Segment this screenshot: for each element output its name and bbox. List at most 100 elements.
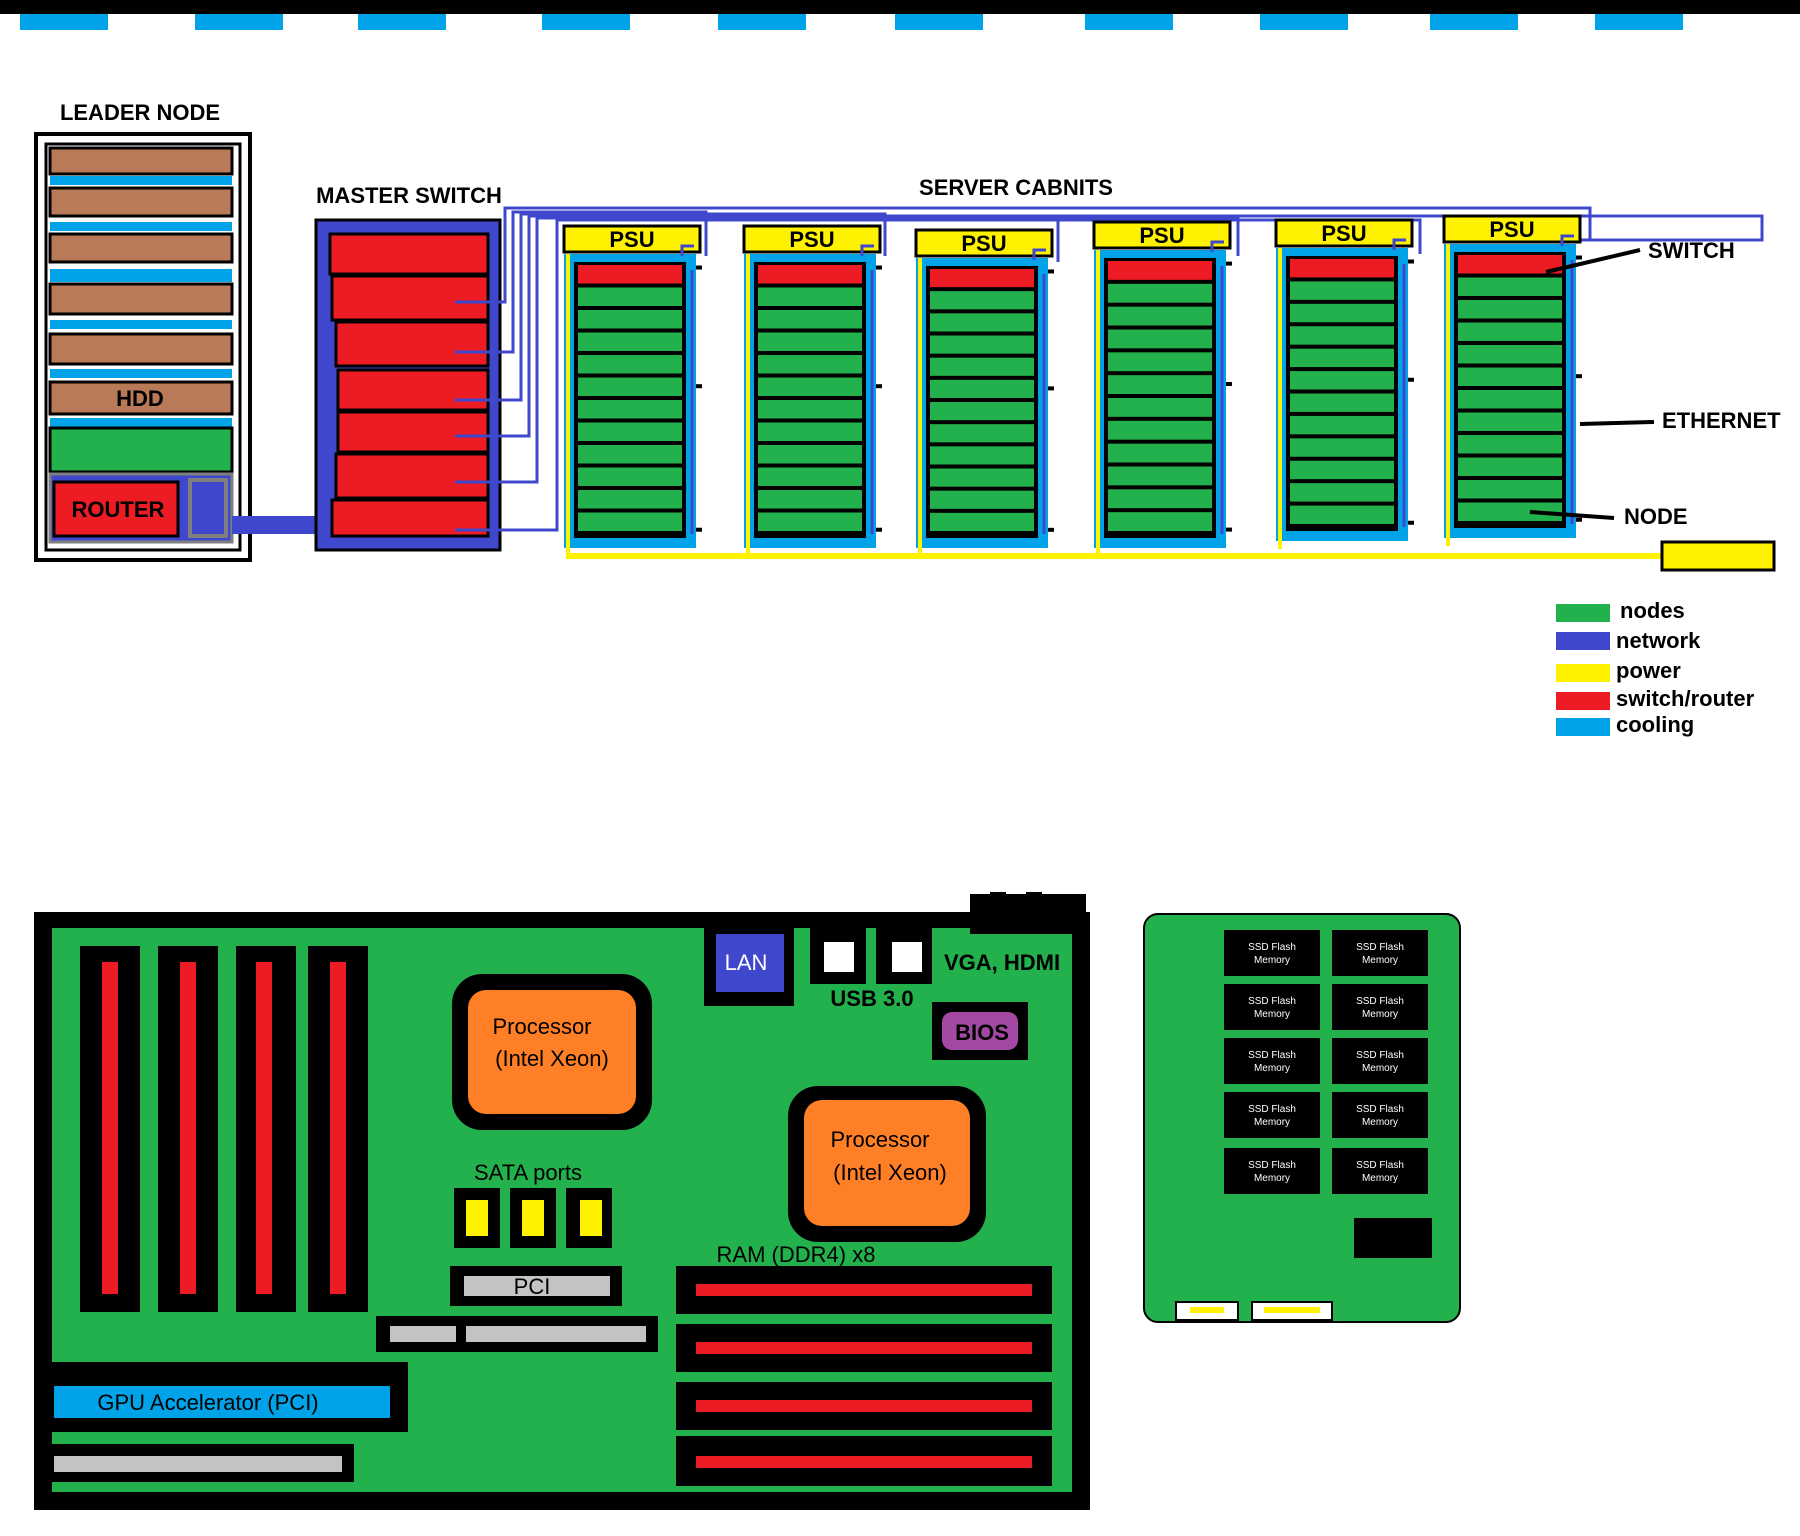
compute-node (578, 377, 682, 396)
compute-node (930, 468, 1034, 487)
compute-node (578, 355, 682, 374)
router-label: ROUTER (72, 497, 165, 522)
processor-2-line2: (Intel Xeon) (833, 1160, 947, 1185)
lan-label: LAN (725, 950, 768, 975)
cabinet-switch (1458, 255, 1562, 274)
compute-node (930, 490, 1034, 509)
compute-node (758, 512, 862, 531)
compute-node (930, 424, 1034, 443)
compute-node (578, 445, 682, 464)
ssd-chip-label-2: Memory (1254, 1117, 1290, 1128)
legend-label-nodes: nodes (1620, 598, 1685, 623)
compute-node (578, 467, 682, 486)
power-bus (566, 540, 1776, 572)
ssd-chip-label-1: SSD Flash (1248, 996, 1296, 1007)
compute-node (1290, 438, 1394, 457)
legend-swatch-cooling (1556, 718, 1610, 736)
router: ROUTER (48, 472, 234, 544)
compute-node (758, 422, 862, 441)
compute-node (930, 446, 1034, 465)
sata-label: SATA ports (474, 1160, 582, 1185)
compute-node (758, 400, 862, 419)
compute-node (1108, 352, 1212, 372)
ram-label: RAM (DDR4) x8 (717, 1242, 876, 1267)
gpu-accelerator: GPU Accelerator (PCI) (52, 1362, 408, 1482)
leader-node-title: LEADER NODE (60, 100, 220, 125)
ssd-chip-label-1: SSD Flash (1356, 1160, 1404, 1171)
server-cabinet-2: PSU (742, 224, 882, 556)
ssd-chip-label-2: Memory (1362, 1063, 1398, 1074)
compute-node (1458, 390, 1562, 409)
compute-node (578, 490, 682, 509)
router-uplink (232, 516, 318, 534)
vga-hdmi-label: VGA, HDMI (944, 950, 1060, 975)
server-cabinet-6: PSU (1442, 214, 1582, 546)
usb-label: USB 3.0 (830, 986, 913, 1011)
compute-node (1108, 420, 1212, 440)
legend-swatch-switch-router (1556, 692, 1610, 710)
compute-node (1290, 505, 1394, 524)
hdd-stack: HDD (48, 146, 234, 474)
network-cabling (455, 206, 1764, 532)
compute-node (1108, 306, 1212, 326)
pci-slot: PCI (376, 1266, 658, 1352)
ssd-chip-label-1: SSD Flash (1356, 1050, 1404, 1061)
lan-port: LAN (704, 926, 794, 1006)
ssd-chip-label-2: Memory (1254, 1009, 1290, 1020)
compute-node (758, 445, 862, 464)
compute-node (930, 291, 1034, 310)
compute-node (930, 357, 1034, 376)
compute-node (758, 355, 862, 374)
compute-node (1290, 348, 1394, 368)
ssd-chip-label-1: SSD Flash (1248, 1160, 1296, 1171)
legend: nodes network power switch/router coolin… (1556, 598, 1755, 737)
compute-node (1108, 512, 1212, 531)
compute-node (758, 332, 862, 351)
sata-ports (454, 1188, 612, 1248)
ssd-chip-label-1: SSD Flash (1248, 1050, 1296, 1061)
psu-5 (1274, 218, 1414, 248)
server-cabinet-1: PSU (562, 224, 702, 556)
ssd-chip-label-1: SSD Flash (1356, 942, 1404, 953)
server-cabinet-3: PSU (914, 228, 1054, 556)
compute-node (1290, 460, 1394, 480)
compute-node (930, 512, 1034, 531)
compute-node (1458, 457, 1562, 476)
psu-label: PSU (961, 231, 1006, 256)
psu-label: PSU (789, 227, 834, 252)
compute-node (930, 335, 1034, 354)
compute-node (1458, 367, 1562, 386)
node-callout: NODE (1624, 504, 1688, 529)
cabinet-switch (1290, 259, 1394, 278)
compute-node (758, 490, 862, 509)
ssd-chip-label-2: Memory (1254, 955, 1290, 966)
compute-node (1290, 415, 1394, 435)
legend-label-cooling: cooling (1616, 712, 1694, 737)
ssd-chip-label-1: SSD Flash (1248, 942, 1296, 953)
leader-node: HDD ROUTER (34, 132, 252, 562)
compute-node (930, 313, 1034, 332)
compute-node (578, 310, 682, 329)
processor-2: Processor (Intel Xeon) (788, 1086, 986, 1242)
compute-node (1108, 398, 1212, 417)
ssd-chip-label-2: Memory (1362, 1173, 1398, 1184)
compute-node (578, 422, 682, 441)
processor-1-line1: Processor (492, 1014, 591, 1039)
hdd-label: HDD (116, 386, 164, 411)
compute-node (1458, 345, 1562, 364)
compute-node (1290, 281, 1394, 300)
gpu-label: GPU Accelerator (PCI) (97, 1390, 318, 1415)
cabinet-switch (1108, 261, 1212, 280)
callouts: SWITCH ETHERNET NODE (1529, 238, 1781, 529)
ssd-chip-label-1: SSD Flash (1248, 1104, 1296, 1115)
ram-slots (676, 1266, 1052, 1486)
compute-node (1290, 371, 1394, 390)
usb-ports: USB 3.0 (810, 928, 932, 1011)
compute-node (1108, 283, 1212, 303)
